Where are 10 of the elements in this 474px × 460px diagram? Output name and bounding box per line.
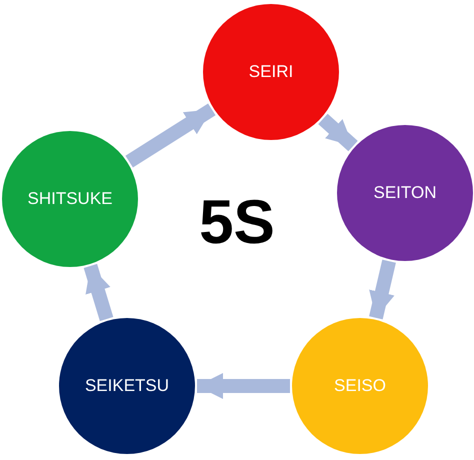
step-label: SEISO	[334, 376, 386, 396]
arrow	[369, 260, 396, 320]
arrow	[197, 373, 290, 399]
arrow	[318, 114, 358, 152]
arrow	[84, 264, 114, 322]
step-label: SEIRI	[248, 62, 294, 82]
title: 5S	[198, 192, 276, 254]
step-label: SEIKETSU	[84, 376, 170, 396]
step-label: SEITON	[374, 183, 436, 203]
step-label: SHITSUKE	[27, 189, 113, 209]
